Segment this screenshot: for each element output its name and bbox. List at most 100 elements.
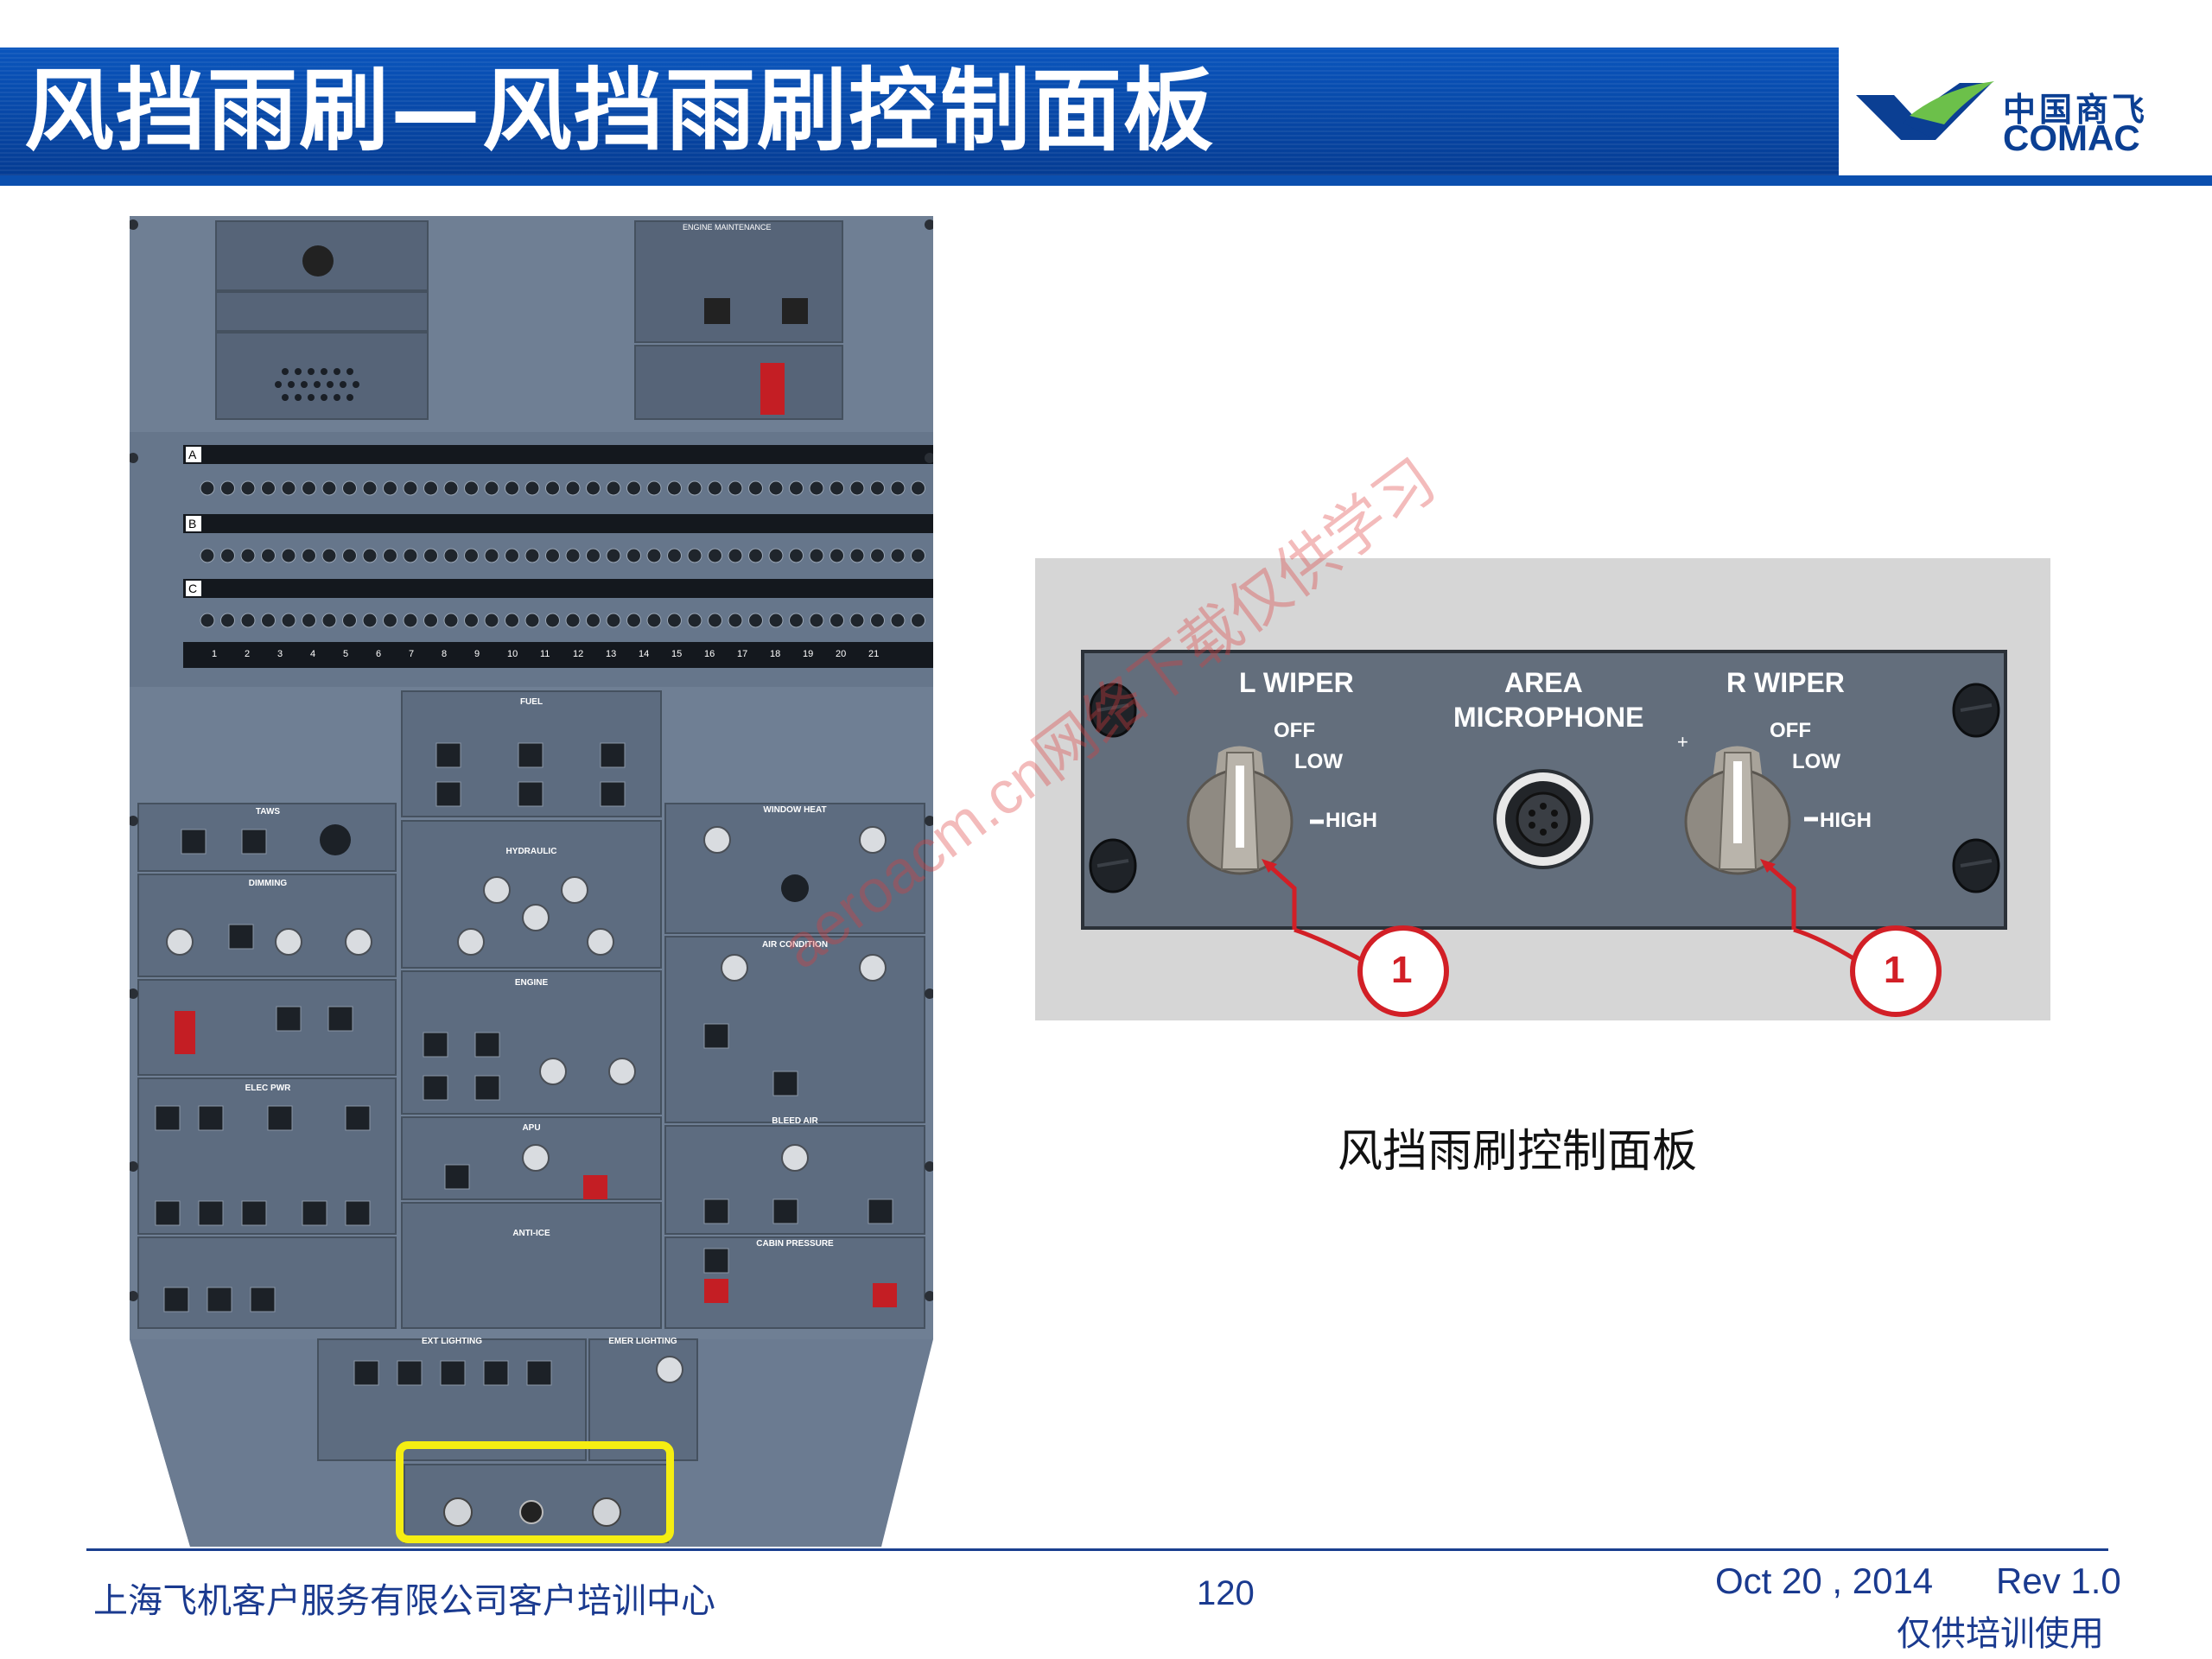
dimming-label: DIMMING [249,879,288,888]
circuit-breaker [667,613,682,628]
cb-column-number: 2 [245,649,250,659]
circuit-breaker [748,480,763,496]
circuit-breaker [302,548,316,563]
circuit-breaker [911,613,925,628]
callout-number-left: 1 [1391,949,1413,991]
circuit-breaker [870,548,885,563]
circuit-breaker [849,480,865,496]
circuit-breaker [687,548,702,563]
circuit-breaker [321,480,337,496]
circuit-breaker [261,613,276,628]
footer-date: Oct 20 , 2014 [1715,1560,1934,1601]
circuit-breaker [728,548,743,563]
circuit-breaker [524,613,540,628]
callout-circle-left [1357,925,1449,1017]
circuit-breaker [484,548,499,563]
circuit-breaker [586,613,601,628]
circuit-breaker [342,613,357,628]
area-label: AREA [1504,667,1583,698]
cb-column-number: 21 [868,649,879,659]
circuit-breaker [768,548,784,563]
microphone-label: MICROPHONE [1453,702,1644,733]
circuit-breaker [200,480,215,496]
cb-column-number: 8 [442,649,447,659]
circuit-breaker [626,548,641,563]
cb-column-number: 9 [474,649,480,659]
circuit-breaker [321,548,337,563]
engine-label: ENGINE [515,978,549,988]
circuit-breaker [890,480,906,496]
circuit-breaker [728,613,743,628]
cb-column-number: 1 [212,649,217,659]
circuit-breaker [606,613,621,628]
circuit-breaker [464,548,479,563]
circuit-breaker [403,613,418,628]
circuit-breaker [362,548,378,563]
circuit-breaker [423,480,438,496]
circuit-breaker [383,613,397,628]
circuit-breaker [545,613,560,628]
cb-column-number: 15 [671,649,682,659]
circuit-breaker [849,613,865,628]
circuit-breaker [362,480,378,496]
taws-label: TAWS [256,807,280,817]
circuit-breaker [545,548,560,563]
circuit-breaker [708,480,722,496]
wiper-panel-highlight [396,1441,674,1543]
window-heat-label: WINDOW HEAT [763,805,826,815]
footer-divider [86,1548,2108,1551]
circuit-breaker [768,613,784,628]
footer-company: 上海飞机客户服务有限公司客户培训中心 [93,1581,715,1621]
air-condition-label: AIR CONDITION [762,940,828,950]
cb-column-number: 3 [277,649,283,659]
cabin-pressure-label: CABIN PRESSURE [756,1239,834,1249]
left-low-label: LOW [1294,750,1343,773]
circuit-breaker [281,548,296,563]
cb-column-number: 4 [310,649,315,659]
circuit-breaker [708,613,722,628]
circuit-breaker [342,480,357,496]
circuit-breaker [484,613,499,628]
circuit-breaker [383,480,397,496]
ext-lighting-label: EXT LIGHTING [422,1337,482,1346]
circuit-breaker [240,613,256,628]
logo-text-en: COMAC [2003,118,2140,158]
circuit-breaker [606,480,621,496]
circuit-breaker [667,480,682,496]
circuit-breaker [626,480,641,496]
cb-column-number: 16 [704,649,715,659]
circuit-breaker [524,480,540,496]
bleed-air-label: BLEED AIR [772,1116,818,1126]
cb-column-number: 20 [836,649,846,659]
circuit-breaker [809,480,824,496]
circuit-breaker [768,480,784,496]
right-off-label: OFF [1770,719,1811,742]
circuit-breaker [240,480,256,496]
callout-circle-right [1850,925,1942,1017]
slide-title: 风挡雨刷—风挡雨刷控制面板 [24,58,1216,163]
circuit-breaker [302,613,316,628]
circuit-breaker [261,480,276,496]
cb-column-number: 14 [639,649,649,659]
circuit-breaker [606,548,621,563]
fuel-label: FUEL [520,697,543,707]
cb-column-number: 10 [507,649,518,659]
circuit-breaker [403,480,418,496]
cb-column-number: 18 [770,649,780,659]
circuit-breaker [200,548,215,563]
circuit-breaker [890,548,906,563]
detail-caption: 风挡雨刷控制面板 [1338,1126,1698,1178]
circuit-breaker [524,548,540,563]
circuit-breaker [890,613,906,628]
circuit-breaker [443,613,459,628]
cb-row-a: A [188,448,197,461]
circuit-breaker [565,480,581,496]
elec-pwr-label: ELEC PWR [245,1084,292,1093]
right-wiper-knob-icon [1684,746,1791,875]
comac-logo-icon [1856,81,1994,140]
circuit-breaker [646,480,662,496]
circuit-breaker [220,480,235,496]
header-bar [0,48,1839,175]
left-high-label: HIGH [1325,809,1377,832]
left-wiper-knob-icon [1186,746,1294,875]
